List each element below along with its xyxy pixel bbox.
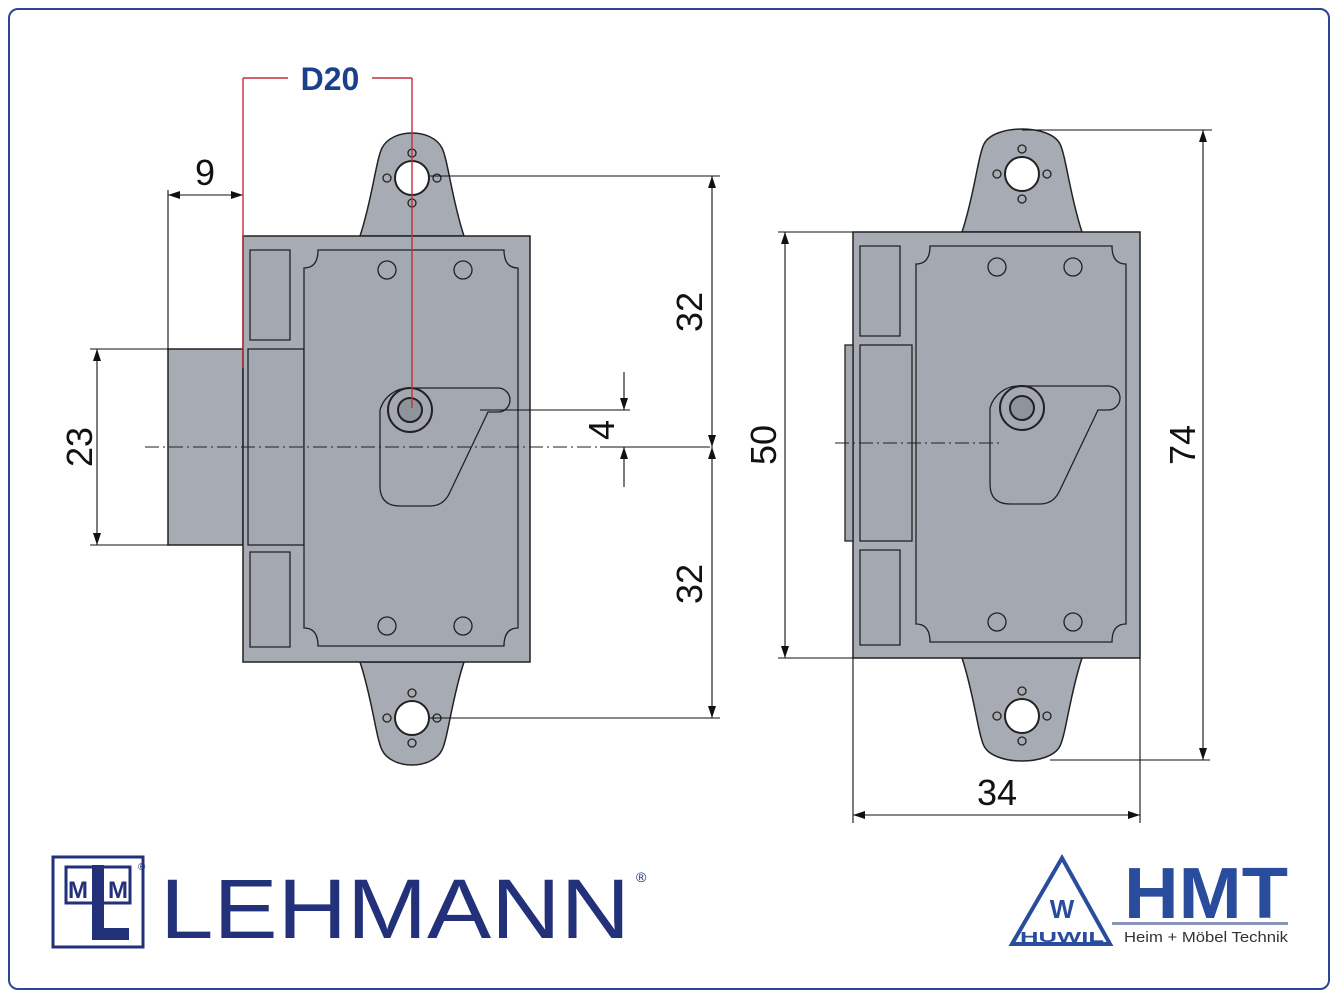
- dim-overall-height: 74: [1162, 425, 1203, 465]
- lehmann-wordmark: LEHMANN: [160, 862, 630, 956]
- rear-view-lock: [835, 128, 1141, 762]
- d20-label: D20: [301, 61, 360, 97]
- huwil-hmt-logo: W HUWIL HMT Heim + Möbel Technik: [1008, 853, 1289, 946]
- dim-bolt-offset: 9: [195, 152, 215, 193]
- hmt-wordmark: HMT: [1124, 854, 1288, 934]
- d20-callout: D20: [242, 61, 413, 408]
- svg-text:M: M: [108, 877, 128, 904]
- front-view-lock: [145, 132, 700, 766]
- dim-cylinder-height: 23: [59, 427, 100, 467]
- svg-text:HUWIL: HUWIL: [1020, 929, 1104, 946]
- hmt-tagline: Heim + Möbel Technik: [1124, 929, 1289, 946]
- svg-text:®: ®: [636, 869, 647, 885]
- svg-text:M: M: [68, 877, 88, 904]
- svg-text:®: ®: [138, 862, 146, 873]
- lehmann-logo: M M ® LEHMANN ®: [51, 855, 647, 956]
- drawing-frame: [8, 8, 1330, 990]
- dim-body-height: 50: [743, 425, 784, 465]
- dim-key-offset: 4: [581, 420, 622, 440]
- svg-text:W: W: [1050, 894, 1075, 924]
- dim-lower-hole: 32: [669, 564, 710, 604]
- dim-upper-hole: 32: [669, 292, 710, 332]
- rear-view-dimensions: 50 74 34: [743, 129, 1212, 823]
- front-view-dimensions: 9 23 32 32 4: [59, 152, 720, 719]
- dim-body-width: 34: [977, 772, 1017, 813]
